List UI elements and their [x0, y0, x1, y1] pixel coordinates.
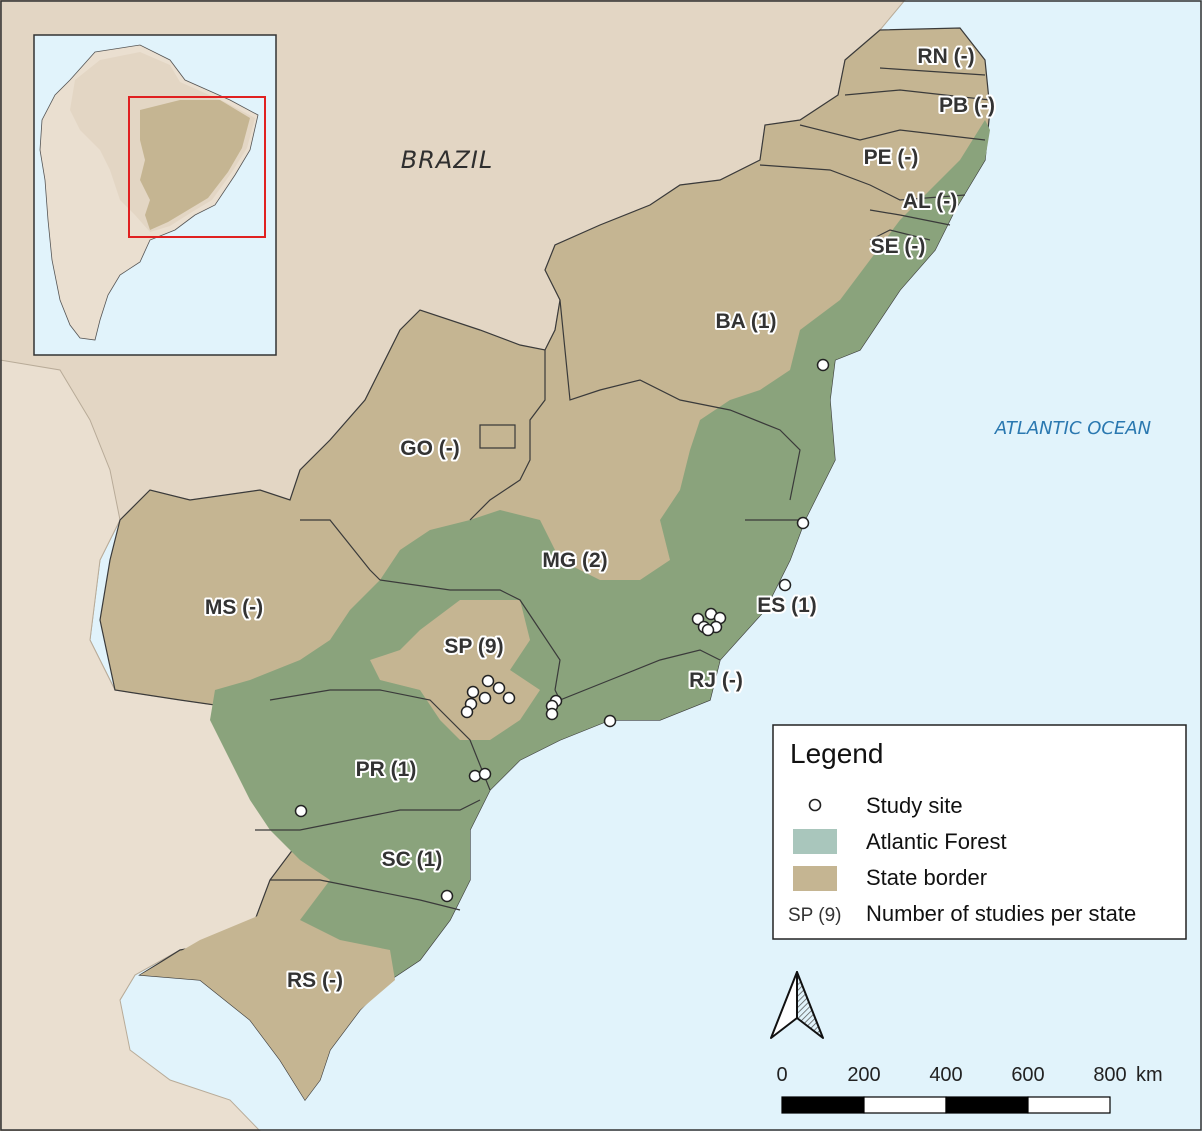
- study-site: [294, 804, 308, 818]
- inset-study-region: [140, 100, 250, 230]
- study-sites: [294, 358, 830, 903]
- state-label-pr: PR (1): [356, 758, 417, 781]
- state-label-se: SE (-): [871, 235, 926, 258]
- state-label-al: AL (-): [903, 190, 957, 213]
- study-site: [701, 623, 715, 637]
- state-label-es: ES (1): [757, 594, 817, 617]
- scale-segment: [1027, 1096, 1111, 1114]
- rs-interior-patch: [140, 915, 395, 1100]
- study-site: [545, 707, 559, 721]
- study-site: [481, 674, 495, 688]
- scale-tick-200: 200: [847, 1064, 880, 1086]
- state-label-sc: SC (1): [382, 848, 443, 871]
- state-label-mg: MG (2): [542, 549, 607, 572]
- state-labels: RN (-) PB (-) PE (-) AL (-) SE (-) BA (1…: [203, 43, 997, 994]
- legend-atlantic-forest-swatch: [793, 829, 837, 854]
- ocean-label: ATLANTIC OCEAN: [994, 418, 1151, 439]
- study-site: [816, 358, 830, 372]
- study-site: [778, 578, 792, 592]
- state-borders: [255, 67, 991, 911]
- scale-unit: km: [1136, 1064, 1163, 1086]
- inset-map: [33, 34, 277, 356]
- study-site: [502, 691, 516, 705]
- scale-segment: [945, 1096, 1029, 1114]
- scale-tick-400: 400: [929, 1064, 962, 1086]
- legend-study-site-label: Study site: [866, 793, 963, 818]
- study-site: [478, 691, 492, 705]
- state-label-rs: RS (-): [287, 969, 343, 992]
- study-site: [466, 685, 480, 699]
- scale-tick-0: 0: [776, 1064, 787, 1086]
- scale-tick-600: 600: [1011, 1064, 1044, 1086]
- study-site: [603, 714, 617, 728]
- inset-extent-box: [128, 96, 266, 238]
- legend-state-border-label: State border: [866, 865, 987, 890]
- legend-studies-symbol: SP (9): [788, 905, 842, 926]
- legend-atlantic-forest-label: Atlantic Forest: [866, 829, 1007, 854]
- study-site: [468, 769, 482, 783]
- state-label-pe: PE (-): [864, 146, 919, 169]
- study-site: [478, 767, 492, 781]
- scale-segment: [863, 1096, 947, 1114]
- study-site: [460, 705, 474, 719]
- state-label-go: GO (-): [400, 437, 459, 460]
- country-label: BRAZIL: [401, 146, 493, 174]
- legend-study-site-symbol: [808, 798, 822, 812]
- legend-studies-label: Number of studies per state: [866, 901, 1136, 926]
- state-label-ms: MS (-): [205, 596, 263, 619]
- state-label-pb: PB (-): [939, 94, 995, 117]
- legend-title: Legend: [790, 738, 883, 769]
- north-arrow-icon: [770, 971, 824, 1039]
- state-label-ba: BA (1): [715, 310, 776, 333]
- state-label-rn: RN (-): [917, 45, 974, 68]
- legend: Legend Study site Atlantic Forest State …: [772, 724, 1187, 940]
- sp-interior-patch: [370, 600, 540, 740]
- study-site: [492, 681, 506, 695]
- scale-tick-800: 800: [1093, 1064, 1126, 1086]
- study-site: [796, 516, 810, 530]
- state-label-rj: RJ (-): [689, 669, 743, 692]
- scale-segment: [781, 1096, 865, 1114]
- atlantic-forest-region: [210, 120, 990, 980]
- scale-bar: 0 200 400 600 800 km: [776, 1064, 1163, 1114]
- study-site: [440, 889, 454, 903]
- legend-state-border-swatch: [793, 866, 837, 891]
- state-label-sp: SP (9): [444, 635, 503, 658]
- legend-box: [772, 724, 1187, 940]
